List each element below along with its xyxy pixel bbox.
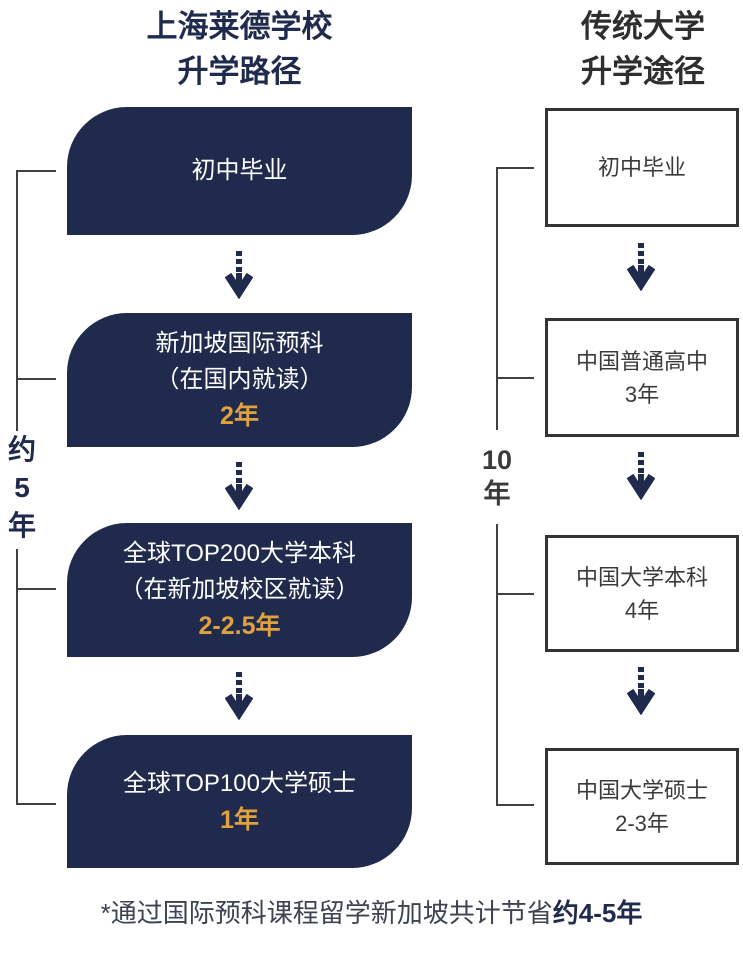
left-bracket-vertical-lower: [16, 549, 18, 805]
traditional-step-3-bachelor-box: 中国大学本科 4年: [545, 535, 739, 652]
footnote: *通过国际预科课程留学新加坡共计节省约4-5年: [0, 896, 743, 930]
dashed-down-arrow-icon: [627, 452, 655, 500]
left-total-duration-label: 约 5 年: [2, 431, 42, 545]
traditional-step-3-duration: 4年: [624, 597, 660, 623]
footnote-savings-highlight: 约4-5年: [552, 898, 643, 928]
traditional-step-4-label: 中国大学硕士: [575, 777, 708, 803]
left-duration-char-3: 年: [7, 510, 36, 541]
ryde-step-1-label: 初中毕业: [191, 157, 288, 184]
ryde-step-3-duration: 2-2.5年: [198, 612, 281, 640]
left-title-line1: 上海莱德学校: [146, 9, 333, 44]
traditional-step-1-label: 初中毕业: [597, 155, 686, 180]
traditional-step-2-label: 中国普通高中: [575, 348, 708, 374]
ryde-step-3-label-line1: 全球TOP200大学本科: [123, 540, 356, 567]
ryde-step-4-duration: 1年: [220, 805, 259, 834]
traditional-step-2-high-school-box: 中国普通高中 3年: [545, 318, 739, 437]
dashed-down-arrow-icon: [225, 462, 253, 510]
right-title-line2: 升学途径: [581, 54, 705, 89]
ryde-step-2-foundation-box: 新加坡国际预科 （在国内就读） 2年: [67, 313, 412, 447]
ryde-step-3-bachelor-box: 全球TOP200大学本科 （在新加坡校区就读） 2-2.5年: [67, 523, 412, 657]
left-bracket-tick-1: [16, 170, 56, 172]
ryde-step-1-junior-high-box: 初中毕业: [67, 107, 412, 235]
traditional-step-1-junior-high-box: 初中毕业: [545, 108, 739, 227]
left-bracket-tick-3: [16, 588, 56, 590]
right-column-title: 传统大学 升学途径: [545, 4, 741, 94]
left-duration-char-1: 约: [7, 434, 36, 465]
dashed-down-arrow-icon: [225, 672, 253, 720]
left-title-line2: 升学路径: [177, 54, 302, 89]
ryde-step-2-duration: 2年: [220, 402, 259, 430]
ryde-step-4-label: 全球TOP100大学硕士: [123, 769, 356, 797]
left-column-title: 上海莱德学校 升学路径: [57, 4, 422, 94]
right-bracket-vertical-upper: [496, 167, 498, 430]
left-bracket-tick-2: [16, 378, 56, 380]
dashed-down-arrow-icon: [225, 251, 253, 299]
right-duration-line-1: 10: [481, 445, 513, 475]
right-bracket-tick-1: [496, 167, 534, 169]
left-bracket-vertical-upper: [16, 170, 18, 431]
right-bracket-tick-4: [496, 804, 534, 806]
right-duration-line-2: 年: [483, 479, 511, 509]
right-bracket-tick-2: [496, 377, 534, 379]
traditional-step-2-duration: 3年: [624, 381, 660, 407]
footnote-text: *通过国际预科课程留学新加坡共计节省: [100, 898, 553, 928]
traditional-step-3-label: 中国大学本科: [575, 564, 708, 590]
left-bracket-tick-4: [16, 803, 56, 805]
right-bracket-vertical-lower: [496, 524, 498, 806]
ryde-step-2-label-line2: （在国内就读）: [155, 366, 324, 393]
right-title-line1: 传统大学: [581, 9, 705, 44]
left-duration-char-2: 5: [14, 472, 30, 503]
dashed-down-arrow-icon: [627, 243, 655, 291]
ryde-step-2-label-line1: 新加坡国际预科: [155, 330, 324, 357]
ryde-step-3-label-line2: （在新加坡校区就读）: [119, 576, 360, 603]
right-bracket-tick-3: [496, 593, 534, 595]
right-total-duration-label: 10 年: [470, 443, 524, 511]
ryde-step-4-master-box: 全球TOP100大学硕士 1年: [67, 735, 412, 868]
traditional-step-4-master-box: 中国大学硕士 2-3年: [545, 748, 739, 865]
dashed-down-arrow-icon: [627, 667, 655, 715]
traditional-step-4-duration: 2-3年: [615, 810, 669, 836]
